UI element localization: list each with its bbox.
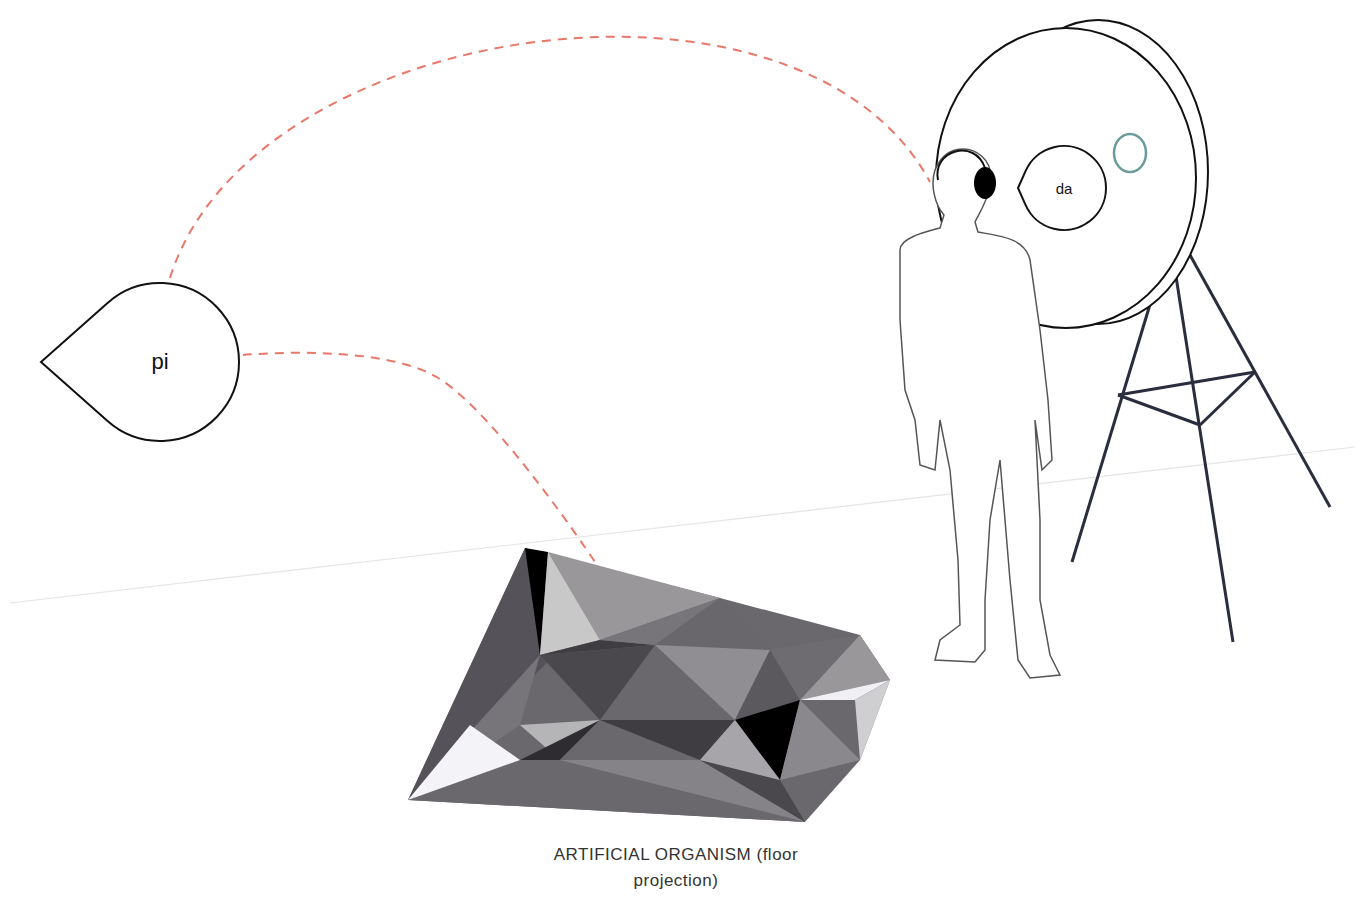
organism-facet [700, 720, 780, 780]
organism-facet [540, 552, 600, 655]
organism-facet [520, 720, 600, 760]
node-label: da [1056, 180, 1073, 197]
organism-facet [780, 700, 860, 780]
person-silhouette [900, 149, 1060, 678]
signal-arc [170, 37, 930, 278]
teardrop-outline [40, 282, 240, 442]
organism-facet [655, 598, 770, 650]
teardrop-node: da [1017, 145, 1107, 231]
organism-facet [540, 645, 655, 720]
organism-facet [520, 720, 600, 760]
teardrop-path [41, 283, 239, 441]
node-label: pi [151, 349, 168, 375]
organism-node: ARTIFICIAL ORGANISM (floor projection) [405, 562, 895, 900]
dashed-connector [243, 353, 595, 562]
headphone-cup [974, 167, 996, 199]
organism-facet [855, 680, 890, 760]
organism-facet [408, 548, 560, 800]
floor-line [10, 447, 1355, 603]
teardrop-path [1018, 146, 1106, 230]
teardrop-node: pi [40, 282, 240, 442]
organism-caption: ARTIFICIAL ORGANISM (floor projection) [546, 842, 806, 894]
organism-outline [408, 548, 890, 822]
dish-sensor [1114, 134, 1146, 172]
